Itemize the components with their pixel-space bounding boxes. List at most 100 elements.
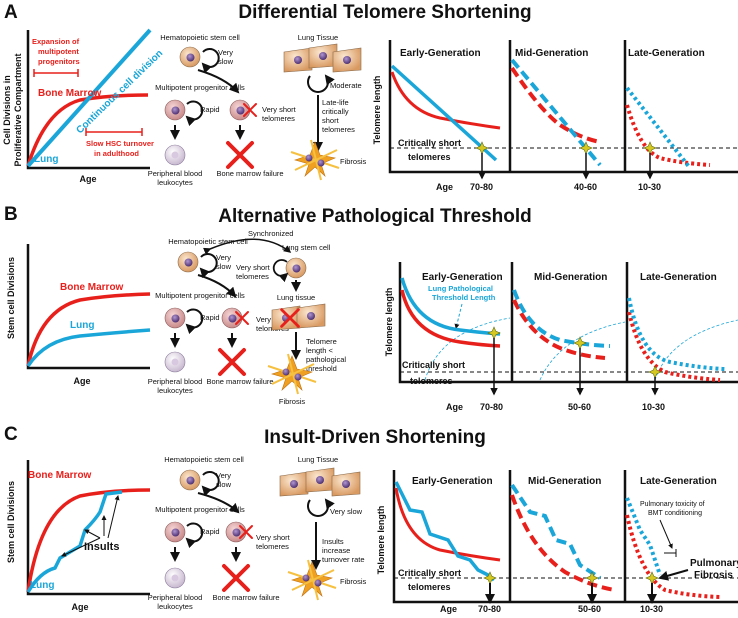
crit-b-1: Critically short (402, 360, 465, 370)
panel-b-generation-plots: Telomere length Early-Generation Mid-Gen… (384, 262, 738, 412)
panel-c-lung: Lung Tissue Very slow Insults increase t… (279, 455, 367, 601)
pbl-cell-c (164, 567, 186, 589)
thr-note-4: threshold (306, 364, 337, 373)
lung-tile-b2 (296, 303, 326, 329)
age-c-late: 10-30 (640, 604, 663, 614)
lsc-cell (285, 257, 307, 279)
pbl-b-2: leukocytes (157, 386, 193, 395)
pbl-c-2: leukocytes (157, 602, 193, 611)
very-short-a-2: telomeres (262, 114, 295, 123)
hsc-cell-b (177, 251, 199, 273)
fibrosis-a (290, 139, 340, 181)
gen-early-b: Early-Generation (422, 272, 503, 283)
panel-b-letter: B (4, 204, 18, 225)
rapid-a: Rapid (200, 105, 220, 114)
marker-b1 (487, 326, 501, 340)
lsc-label: Lung stem cell (282, 243, 331, 252)
late-life-2: critically (322, 107, 349, 116)
very-slow-a-1: Very (218, 48, 233, 57)
note-expansion-3: progenitors (38, 57, 80, 66)
panel-c-division-plot: Stem cell Divisions Age Bone Marrow Insu… (6, 460, 151, 612)
lung-label-c: Lung (30, 580, 54, 591)
mpc-label-b: Multipotent progenitor cells (155, 291, 245, 300)
fibrosis-c (287, 559, 337, 601)
mpc-cell-b (164, 307, 186, 329)
gen-late-b: Late-Generation (640, 272, 717, 283)
lung-tile-c1 (279, 471, 309, 497)
mpc-cell-c2 (225, 521, 247, 543)
age-a-mid: 40-60 (574, 182, 597, 192)
bmf-c: Bone marrow failure (212, 593, 279, 602)
x-mark-c (222, 564, 250, 592)
pbl-cell-b (164, 351, 186, 373)
thr-note-3: pathological (306, 355, 346, 364)
rapid-c: Rapid (200, 527, 220, 536)
panel-a-title: Differential Telomere Shortening (238, 2, 531, 23)
gen-late-a: Late-Generation (628, 48, 705, 59)
panel-c-hematopoiesis: Hematopoietic stem cell Very slow Multip… (148, 455, 291, 611)
gen-late-c: Late-Generation (640, 476, 717, 487)
tl-label-a: Telomere length (372, 76, 382, 145)
pbl-a-1: Peripheral blood (148, 169, 203, 178)
mpc-label-c: Multipotent progenitor cells (155, 505, 245, 514)
panel-b-ylabel: Stem cell Divisions (6, 257, 16, 339)
panel-a-hematopoiesis: Hematopoietic stem cell Very slow Multip… (148, 33, 297, 187)
pulm-fib-2: Fibrosis (694, 570, 733, 581)
panel-b-division-plot: Stem cell Divisions Age Bone Marrow Lung (6, 244, 151, 386)
hsc-label-a: Hematopoietic stem cell (160, 33, 240, 42)
vs-c-1: Very short (256, 533, 291, 542)
panel-b: B Alternative Pathological Threshold Ste… (4, 204, 738, 412)
insults-note-3: turnover rate (322, 555, 365, 564)
lung-tile-a3 (332, 47, 362, 73)
x-mark-b (218, 348, 246, 376)
panel-a-ylabel-1: Cell Divisions in (2, 75, 12, 145)
crit-c-2: telomeres (408, 582, 451, 592)
panel-a-xlabel: Age (79, 174, 96, 184)
mpc-cell-a (164, 99, 186, 121)
crit-c-1: Critically short (398, 568, 461, 578)
note-hsc-1: Slow HSC turnover (86, 139, 154, 148)
insults-note-1: Insults (322, 537, 344, 546)
pulm-tox-2: BMT conditioning (648, 510, 702, 517)
panel-a: A Differential Telomere Shortening Cell … (2, 2, 738, 192)
crit-a-2: telomeres (408, 152, 451, 162)
note-expansion-1: Expansion of (32, 37, 80, 46)
bone-marrow-curve (26, 93, 149, 167)
age-c-mid: 50-60 (578, 604, 601, 614)
lung-thr-2: Threshold Length (432, 293, 496, 302)
panel-c: C Insult-Driven Shortening Stem cell Div… (4, 424, 738, 614)
panel-a-ylabel-2: Proliferative Compartment (13, 53, 23, 166)
late-life-4: telomeres (322, 125, 355, 134)
pbl-cell-a (164, 144, 186, 166)
bmf-b: Bone marrow failure (206, 377, 273, 386)
late-life-1: Late-life (322, 98, 349, 107)
lung-tissue-b: Lung tissue (277, 293, 315, 302)
crit-a-1: Critically short (398, 138, 461, 148)
hsc-label-b: Hematopoietic stem cell (168, 237, 248, 246)
lung-curve (26, 28, 152, 168)
vs-b-top-1: Very short (236, 263, 271, 272)
panel-c-generation-plots: Telomere length Early-Generation Mid-Gen… (376, 470, 738, 614)
panel-b-title: Alternative Pathological Threshold (218, 206, 532, 227)
lung-tile-b1 (271, 305, 301, 331)
age-b: Age (446, 402, 463, 412)
note-expansion-2: multipotent (38, 47, 79, 56)
thr-note-1: Telomere (306, 337, 337, 346)
panel-b-lung: Lung tissue Telomere length < pathologic… (267, 280, 346, 406)
fibrosis-label-c: Fibrosis (340, 577, 367, 586)
very-slow-a-2: slow (218, 57, 234, 66)
marker-b3 (648, 365, 662, 379)
insults-note-2: increase (322, 546, 350, 555)
lung-tile-c3 (331, 471, 361, 497)
bone-marrow-label-b: Bone Marrow (60, 282, 124, 293)
x-mark-a (226, 141, 254, 169)
tl-label-b: Telomere length (384, 288, 394, 357)
gen-mid-b: Mid-Generation (534, 272, 607, 283)
lung-tile-c2 (305, 467, 335, 493)
lung-tile-a1 (283, 47, 313, 73)
very-short-a-1: Very short (262, 105, 297, 114)
gen-early-a: Early-Generation (400, 48, 481, 59)
panel-b-xlabel: Age (73, 376, 90, 386)
marker-b2 (573, 336, 587, 350)
